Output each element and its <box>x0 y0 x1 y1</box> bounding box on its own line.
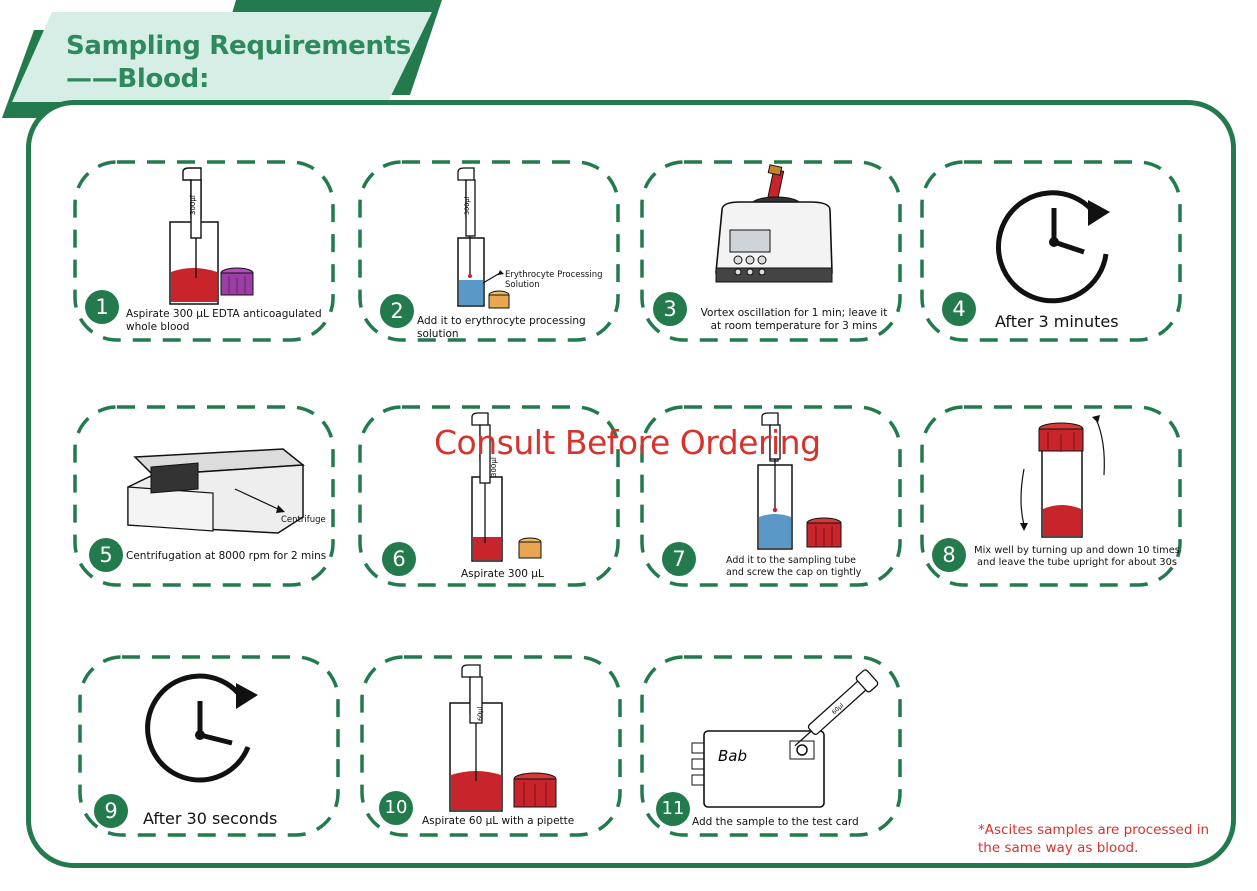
step-number: 10 <box>379 791 413 825</box>
clock-icon <box>996 190 1110 304</box>
card-label: Bab <box>718 747 747 765</box>
step-caption: Centrifugation at 8000 rpm for 2 mins <box>126 550 327 562</box>
pipette-tube-illustration <box>757 412 842 550</box>
step-2: 300μl Erythrocyte Processing Solution 2 … <box>358 160 620 342</box>
test-card-illustration: Bab 60μl <box>691 669 879 808</box>
clock-icon <box>145 673 258 783</box>
pipette-tube-illustration: 60μl <box>449 664 557 812</box>
step-caption: After 30 seconds <box>143 809 278 828</box>
step-6: 300μl 6 Aspirate 300 μL <box>358 405 620 587</box>
pipette-volume-label: 300μl <box>463 196 471 215</box>
pipette-volume-label: 60μl <box>476 707 484 721</box>
step-number: 2 <box>380 294 414 328</box>
step-caption: Aspirate 300 μL EDTA anticoagulated whol… <box>126 308 322 333</box>
step-4: 4 After 3 minutes <box>920 160 1182 342</box>
step-number: 11 <box>656 792 690 826</box>
step-11: Bab 60μl 11 Add the sample to the test c… <box>640 655 902 837</box>
step-9: 9 After 30 seconds <box>78 655 340 837</box>
step-1: 300μl 1 Aspirate 300 μL EDTA anticoagula… <box>73 160 335 342</box>
callout-label: Centrifuge <box>281 515 326 525</box>
pipette-tube-illustration: 300μl <box>169 167 254 305</box>
footnote: *Ascites samples are processed in the sa… <box>978 822 1209 856</box>
step-number: 7 <box>662 542 696 576</box>
pipette-tube-illustration: 300μl <box>471 412 542 562</box>
tube-inversion-illustration <box>1020 415 1105 538</box>
step-caption: Aspirate 300 μL <box>461 568 544 580</box>
title-line-1: Sampling Requirements <box>66 31 411 61</box>
page-title: Sampling Requirements ——Blood: <box>66 30 411 96</box>
pipette-tube-illustration: 300μl <box>457 167 510 309</box>
step-caption: Add it to the sampling tube and screw th… <box>726 555 862 578</box>
vortex-mixer-illustration <box>715 164 833 283</box>
step-caption: After 3 minutes <box>995 312 1119 331</box>
pipette-volume-label: 300μl <box>490 457 498 477</box>
step-number: 4 <box>942 292 976 326</box>
step-number: 6 <box>382 542 416 576</box>
step-number: 3 <box>653 292 687 326</box>
step-3: 3 Vortex oscillation for 1 min; leave it… <box>640 160 902 342</box>
step-caption: Mix well by turning up and down 10 times… <box>974 545 1180 568</box>
step-5: Centrifuge 5 Centrifugation at 8000 rpm … <box>73 405 335 587</box>
step-caption: Aspirate 60 μL with a pipette <box>422 815 575 827</box>
centrifuge-illustration <box>127 448 305 534</box>
step-caption: Add the sample to the test card <box>692 816 859 828</box>
watermark-text: Consult Before Ordering <box>434 423 821 462</box>
step-7: 7 Add it to the sampling tube and screw … <box>640 405 902 587</box>
step-number: 5 <box>89 538 123 572</box>
step-caption: Add it to erythrocyte processing solutio… <box>417 315 586 340</box>
step-number: 9 <box>94 794 128 828</box>
title-line-2: ——Blood: <box>66 64 210 94</box>
step-number: 1 <box>85 290 119 324</box>
title-banner <box>2 0 442 118</box>
pipette-volume-label: 300μl <box>189 195 197 215</box>
step-caption: Vortex oscillation for 1 min; leave it a… <box>700 307 888 332</box>
step-10: 60μl 10 Aspirate 60 μL with a pipette <box>360 655 622 837</box>
callout-label: Erythrocyte Processing Solution <box>505 270 603 290</box>
step-number: 8 <box>932 538 966 572</box>
step-8: 8 Mix well by turning up and down 10 tim… <box>920 405 1182 587</box>
